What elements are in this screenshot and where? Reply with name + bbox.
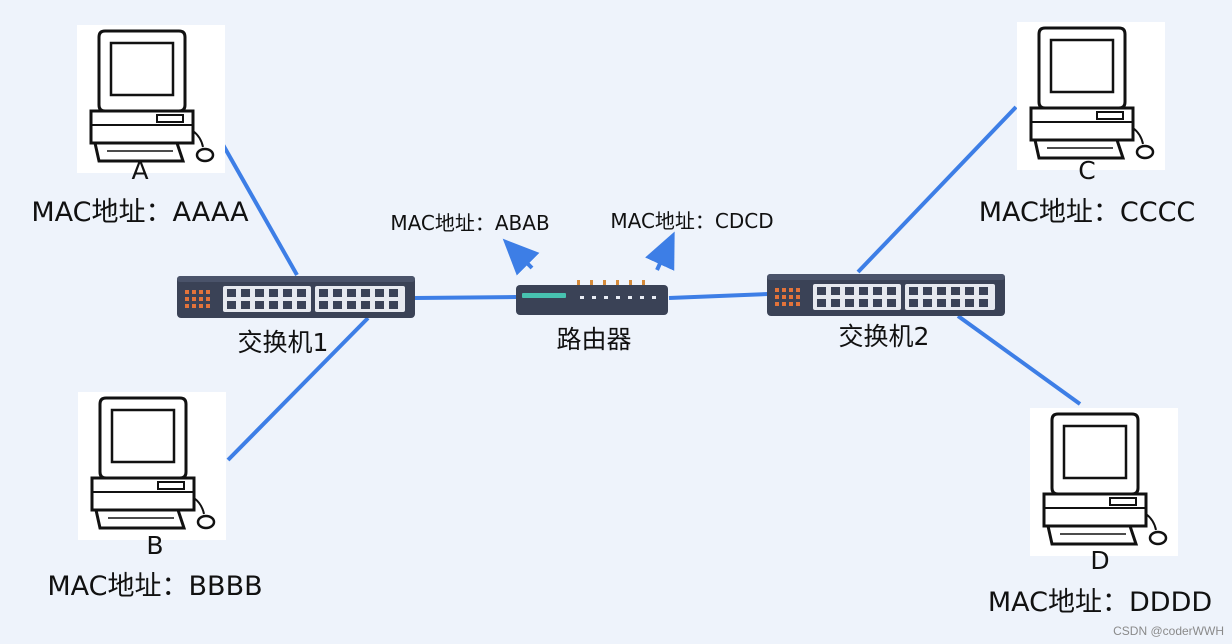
pc-a-icon (75, 23, 227, 175)
host-a-letter: A (131, 156, 149, 185)
watermark: CSDN @coderWWH (1113, 624, 1224, 638)
switch1-label: 交换机1 (237, 328, 329, 357)
pc-c-icon (1015, 20, 1167, 172)
host-d-mac: MAC地址：DDDD (987, 587, 1213, 618)
switch1-icon (177, 276, 415, 318)
pc-d-icon (1028, 406, 1180, 558)
host-d-letter: D (1090, 546, 1110, 575)
arrow-iface-left (502, 238, 540, 276)
link-b-switch1 (226, 316, 370, 462)
link-a-switch1 (220, 142, 299, 276)
router-iface-right-mac: MAC地址：CDCD (610, 209, 774, 233)
link-c-switch2 (856, 105, 1018, 274)
link-d-switch2 (956, 314, 1082, 406)
host-b-mac: MAC地址：BBBB (47, 571, 263, 602)
pc-b-icon (76, 390, 228, 542)
link-router-switch2 (668, 292, 769, 300)
router-iface-left-mac: MAC地址：ABAB (390, 211, 550, 235)
switch2-label: 交换机2 (838, 322, 930, 351)
host-b-letter: B (146, 531, 164, 560)
host-c-mac: MAC地址：CCCC (978, 197, 1196, 228)
host-a-mac: MAC地址：AAAA (31, 197, 249, 228)
host-c-letter: C (1078, 156, 1096, 185)
link-switch1-router (414, 295, 517, 300)
arrow-iface-right (645, 231, 675, 271)
router-icon (516, 280, 668, 315)
router-label: 路由器 (556, 325, 632, 354)
switch2-icon (767, 274, 1005, 316)
